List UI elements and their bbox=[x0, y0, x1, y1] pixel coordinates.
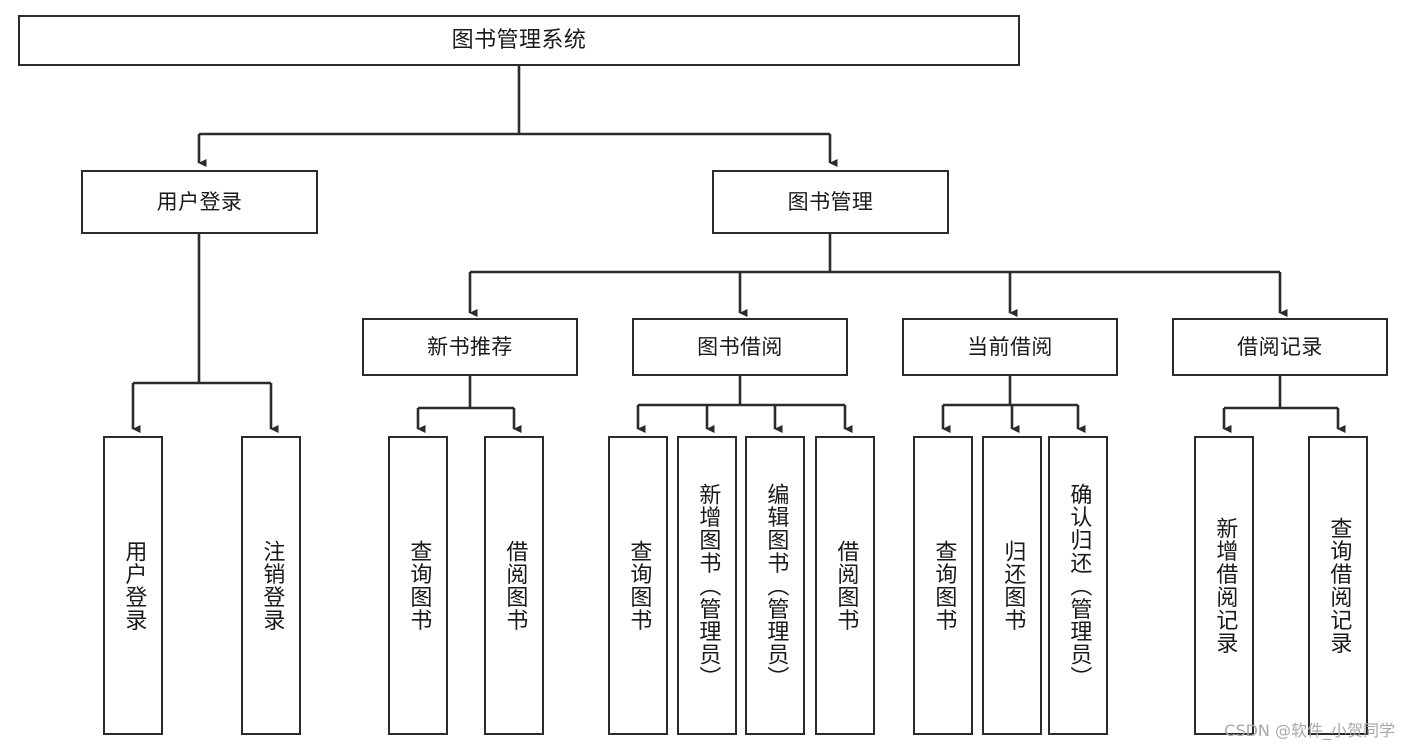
node-label: 借阅记录 bbox=[1237, 334, 1323, 359]
node-label: 新书推荐 bbox=[427, 334, 513, 359]
node-leaf-confirm-return-admin[interactable]: 确认归还（管理员） bbox=[1048, 436, 1108, 735]
node-label: 查询图书 bbox=[931, 539, 957, 632]
node-leaf-return-book[interactable]: 归还图书 bbox=[982, 436, 1042, 735]
node-label: 新增借阅记录 bbox=[1212, 516, 1238, 655]
node-label: 归还图书 bbox=[1000, 539, 1026, 632]
node-leaf-user-logout[interactable]: 注销登录 bbox=[241, 436, 301, 735]
node-label: 借阅图书 bbox=[833, 539, 859, 632]
node-root-book-management-system[interactable]: 图书管理系统 bbox=[18, 15, 1020, 66]
node-book-management[interactable]: 图书管理 bbox=[712, 170, 949, 234]
node-borrow-record[interactable]: 借阅记录 bbox=[1172, 318, 1388, 376]
node-label: 图书借阅 bbox=[697, 334, 783, 359]
node-label: 查询借阅记录 bbox=[1326, 516, 1352, 655]
node-book-borrow[interactable]: 图书借阅 bbox=[632, 318, 848, 376]
node-leaf-borrow-book[interactable]: 借阅图书 bbox=[815, 436, 875, 735]
node-label: 借阅图书 bbox=[502, 539, 528, 632]
node-label: 用户登录 bbox=[121, 539, 147, 632]
node-new-book-recommend[interactable]: 新书推荐 bbox=[362, 318, 578, 376]
node-leaf-edit-book-admin[interactable]: 编辑图书（管理员） bbox=[745, 436, 805, 735]
node-label: 编辑图书（管理员） bbox=[763, 482, 789, 689]
node-leaf-query-borrow-record[interactable]: 查询借阅记录 bbox=[1308, 436, 1368, 735]
node-leaf-borrow-book-recommend[interactable]: 借阅图书 bbox=[484, 436, 544, 735]
node-label: 用户登录 bbox=[156, 189, 243, 214]
node-leaf-add-book-admin[interactable]: 新增图书（管理员） bbox=[677, 436, 737, 735]
node-leaf-user-login[interactable]: 用户登录 bbox=[103, 436, 163, 735]
node-leaf-query-book-recommend[interactable]: 查询图书 bbox=[388, 436, 448, 735]
node-label: 查询图书 bbox=[626, 539, 652, 632]
node-label: 图书管理系统 bbox=[451, 27, 587, 53]
node-label: 当前借阅 bbox=[967, 334, 1053, 359]
node-label: 确认归还（管理员） bbox=[1066, 482, 1092, 689]
node-label: 注销登录 bbox=[259, 539, 285, 632]
node-leaf-query-book-current[interactable]: 查询图书 bbox=[913, 436, 973, 735]
node-label: 查询图书 bbox=[406, 539, 432, 632]
node-leaf-add-borrow-record[interactable]: 新增借阅记录 bbox=[1194, 436, 1254, 735]
node-label: 图书管理 bbox=[787, 189, 874, 214]
node-user-login[interactable]: 用户登录 bbox=[81, 170, 318, 234]
node-leaf-query-book-borrow[interactable]: 查询图书 bbox=[608, 436, 668, 735]
csdn-watermark: CSDN @软件_小贺同学 bbox=[1224, 721, 1395, 740]
node-current-borrow[interactable]: 当前借阅 bbox=[902, 318, 1118, 376]
node-label: 新增图书（管理员） bbox=[695, 482, 721, 689]
